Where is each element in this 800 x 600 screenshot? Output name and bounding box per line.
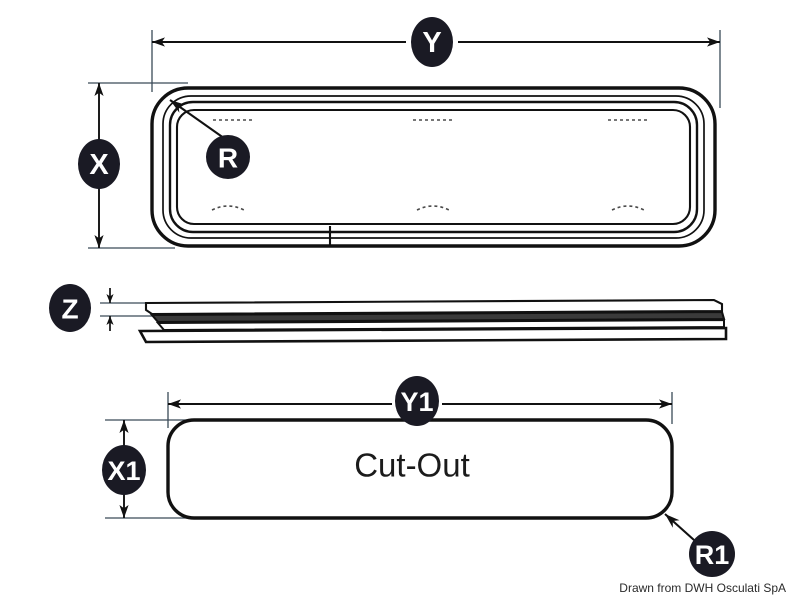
drawing-credit: Drawn from DWH Osculati SpA (619, 581, 786, 595)
dimension-badge-r1-label: R1 (695, 540, 730, 570)
hatch-detail-marks-bottom (211, 205, 645, 211)
dimension-badge-y: Y (411, 17, 453, 67)
dimension-badge-z: Z (49, 284, 91, 332)
r1-leader-line (664, 513, 695, 541)
profile-band-bottom (137, 326, 728, 344)
cut-out-label: Cut-Out (354, 447, 470, 484)
cut-out-view: Cut-Out Y1 X1 R1 (102, 376, 735, 577)
dimension-badge-x-label: X (89, 149, 109, 181)
dimension-badge-z-label: Z (61, 294, 78, 325)
dimension-badge-y1-label: Y1 (400, 387, 433, 417)
dimension-badge-y1: Y1 (395, 376, 439, 426)
dimension-badge-y-label: Y (422, 27, 441, 59)
dimension-badge-r-label: R (218, 143, 238, 174)
hatch-side-profile: Z (49, 284, 728, 344)
dimension-badge-r1: R1 (689, 531, 735, 577)
dimension-badge-x1: X1 (102, 445, 146, 495)
dimension-badge-x1-label: X1 (107, 456, 140, 486)
dimension-badge-r: R (206, 135, 250, 179)
hatch-inner-panel (175, 108, 692, 226)
hatch-top-view: Y X R (78, 17, 721, 249)
dimension-badge-x: X (78, 139, 120, 189)
